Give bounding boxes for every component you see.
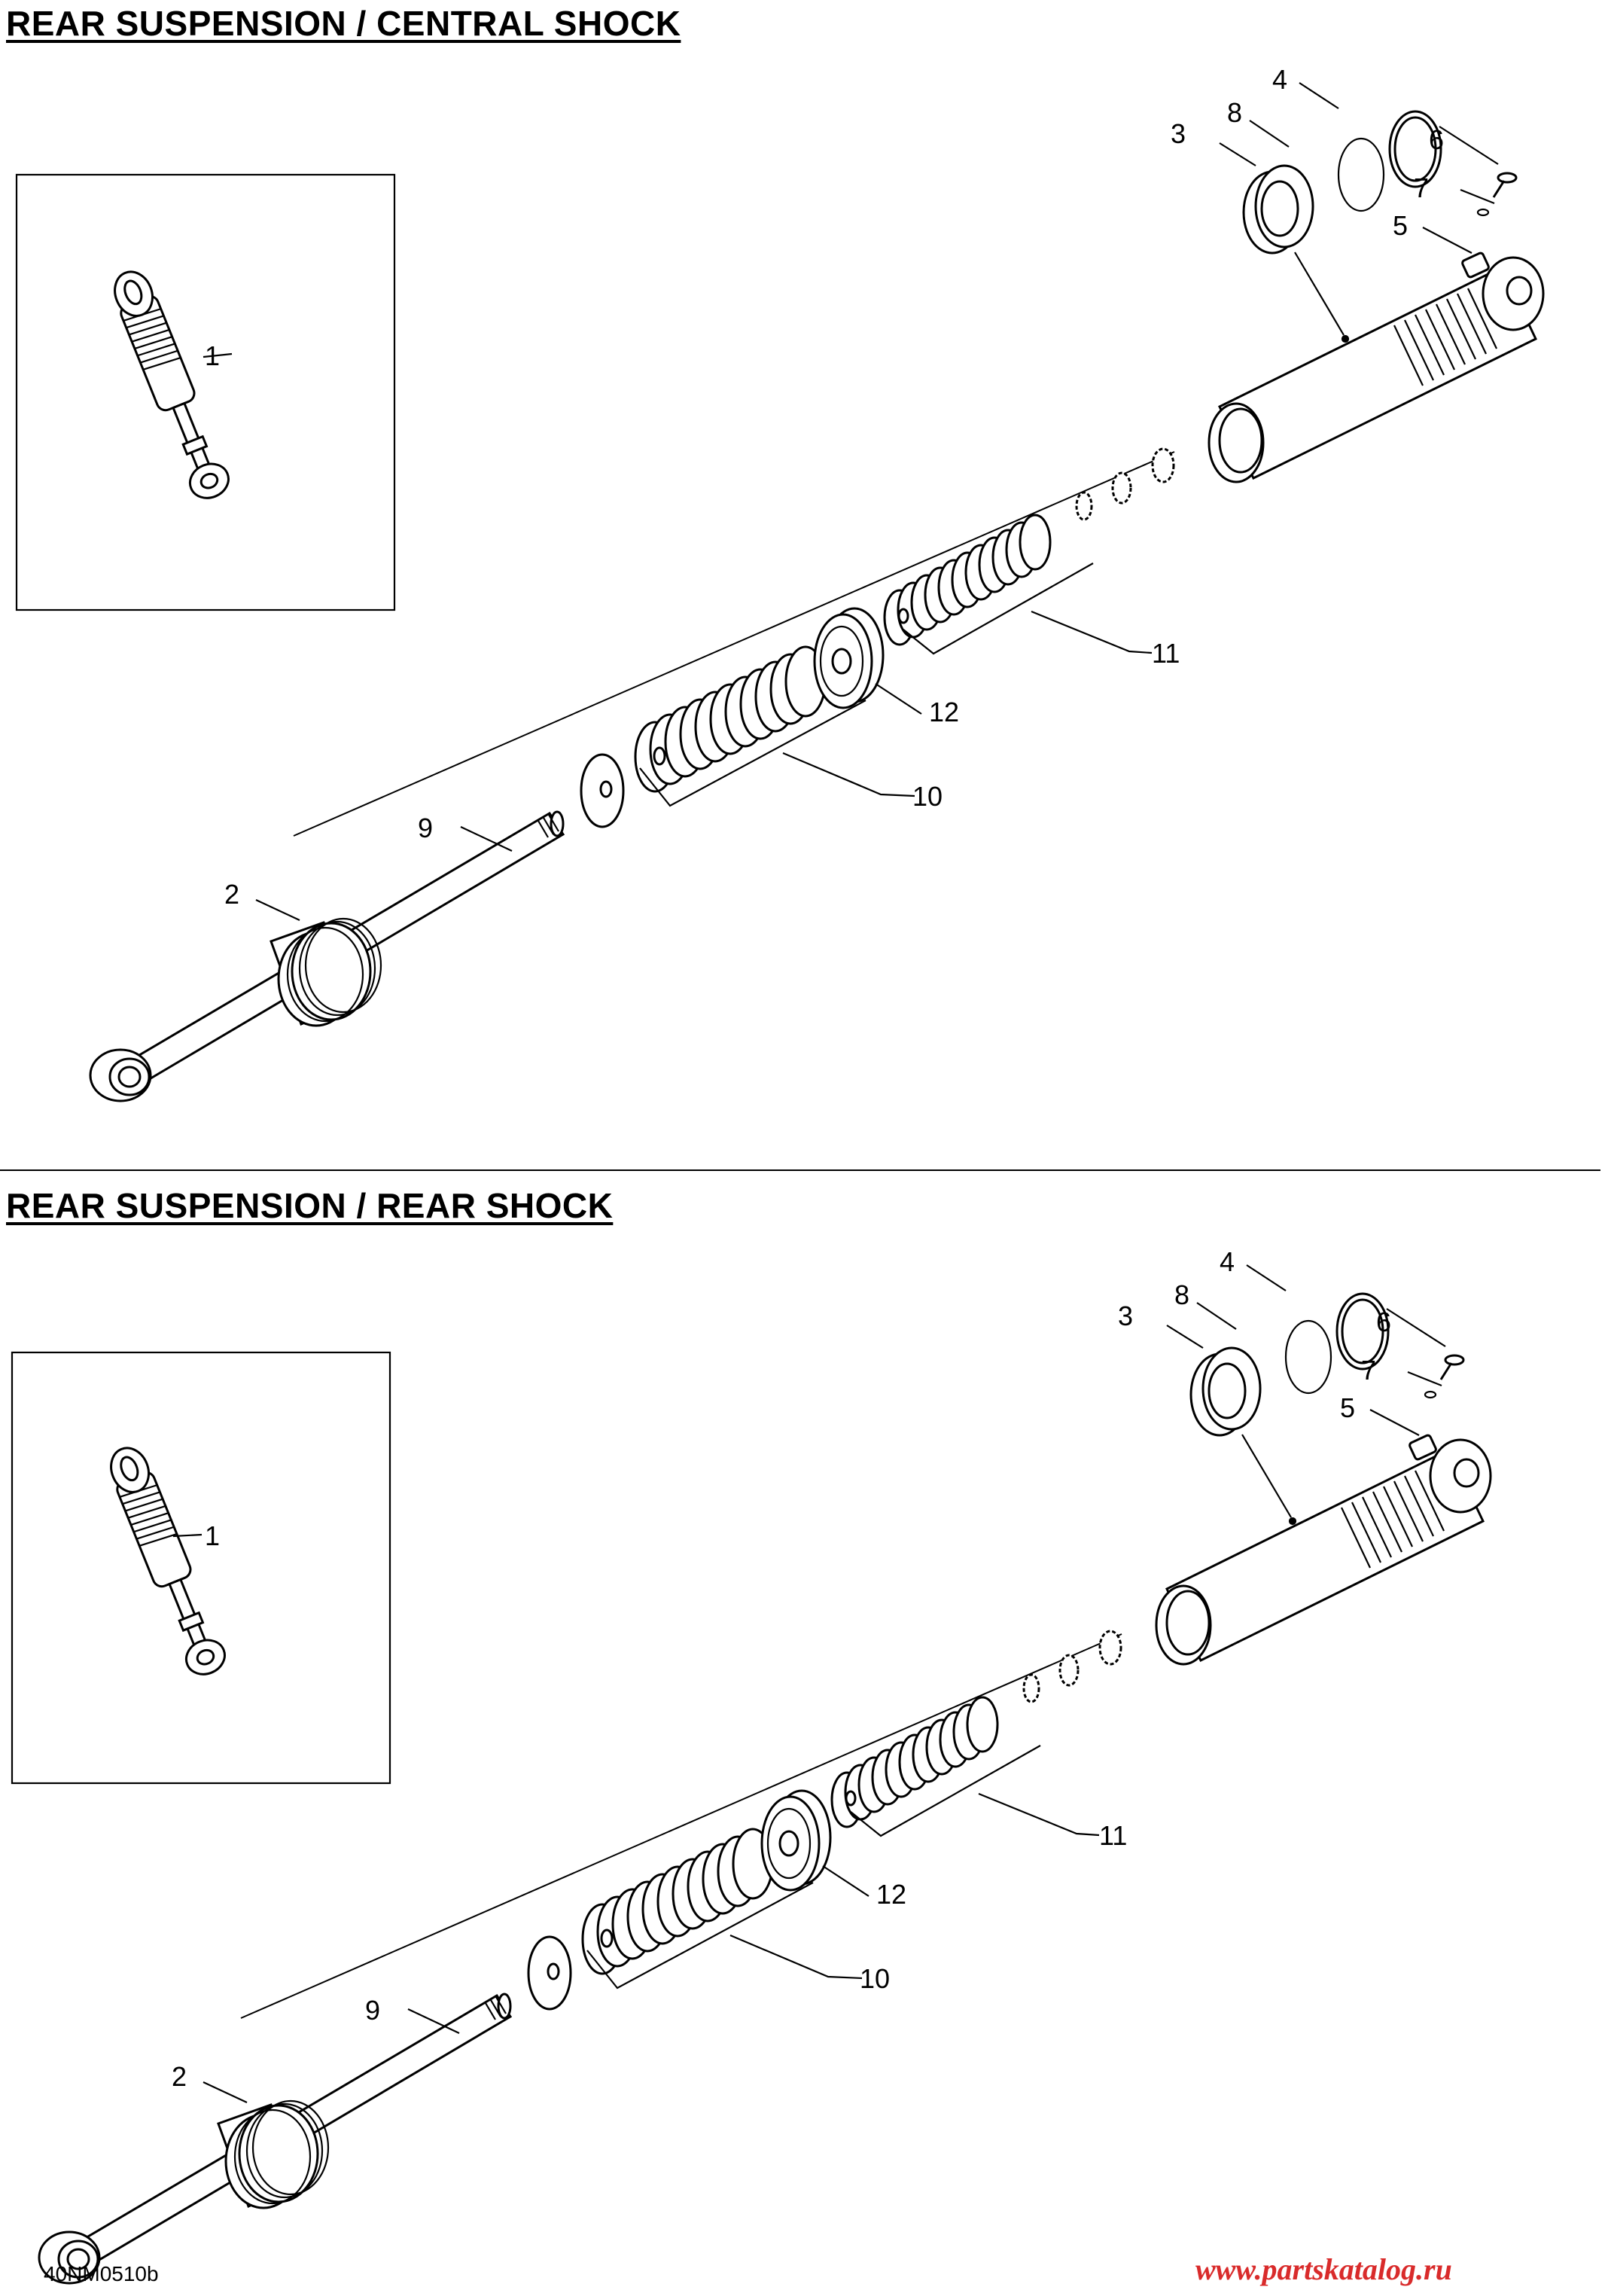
rod-eye-end [38,2230,101,2285]
callout-8: 8 [1174,1279,1189,1310]
callout-11: 11 [1099,1820,1127,1851]
o-ring [1284,1319,1332,1395]
piston [760,1789,832,1892]
callout-10: 10 [912,781,943,812]
piston [813,607,885,709]
callout-3: 3 [1171,118,1186,149]
leader-lines [172,1264,1446,2103]
callout-2: 2 [172,2061,187,2092]
end-cap [270,917,382,1027]
nut-washer-set [1022,1630,1122,1703]
callout-9: 9 [365,1995,380,2026]
shim-stack-11 [883,514,1052,646]
callout-4: 4 [1220,1246,1235,1277]
callout-12: 12 [929,697,959,727]
callout-12: 12 [876,1879,906,1910]
circlip [1388,110,1442,188]
callout-3: 3 [1118,1300,1133,1331]
end-cap [217,2099,330,2209]
shim-stack-10 [581,1828,774,1975]
washer [580,753,625,828]
nut-washer-set [1075,447,1175,521]
seal-head [1242,164,1314,255]
callout-8: 8 [1227,97,1242,128]
callout-2: 2 [224,879,239,910]
shim-stack-11 [830,1696,999,1828]
callout-5: 5 [1393,210,1408,241]
sealing-washer [1424,1390,1437,1399]
bleed-screw [1439,1354,1465,1380]
callout-1: 1 [205,340,220,371]
shim-stack-10 [634,645,827,793]
assembled-shock-inset [15,173,396,611]
callout-7: 7 [1361,1355,1376,1386]
sealing-washer [1476,208,1490,217]
website-watermark: www.partskatalog.ru [1195,2252,1452,2286]
callout-4: 4 [1272,64,1287,95]
callout-10: 10 [860,1963,890,1994]
o-ring [1337,137,1385,212]
section-title-rear-shock: REAR SUSPENSION / REAR SHOCK [6,1186,614,1225]
section-divider [0,1169,1600,1171]
callout-6: 6 [1376,1307,1391,1337]
callout-9: 9 [418,813,433,843]
bleed-screw [1492,172,1518,198]
rod-eye-end [89,1048,152,1102]
assembled-shock-inset [11,1351,391,1785]
callout-7: 7 [1414,172,1429,203]
circlip [1335,1292,1390,1371]
callout-5: 5 [1340,1392,1355,1423]
exploded-diagram-rear-shock: 1 2 3 4 5 6 7 8 9 10 11 12 [0,1182,1608,2296]
section-title-central-shock: REAR SUSPENSION / CENTRAL SHOCK [6,4,681,43]
diagram-code: 40NM0510b [44,2262,159,2285]
seal-head [1189,1346,1262,1437]
shock-body [1155,1434,1492,1666]
shock-body [1208,252,1545,483]
callout-6: 6 [1429,124,1444,155]
washer [527,1935,572,2011]
callout-1: 1 [205,1520,220,1551]
leader-lines [203,82,1499,921]
callout-11: 11 [1152,638,1180,669]
exploded-diagram-central-shock: 1 2 3 4 5 6 7 8 9 10 11 12 [15,64,1545,1102]
